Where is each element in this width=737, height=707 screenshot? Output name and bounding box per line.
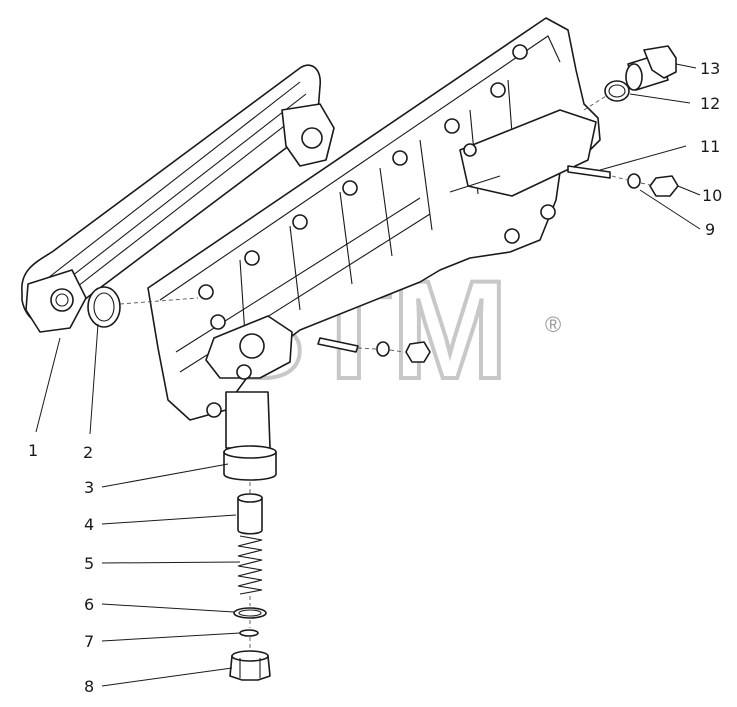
valve-spring [237, 535, 263, 595]
callout-3: 3 [84, 478, 94, 497]
assembly-line [389, 349, 405, 353]
leader-line [101, 463, 229, 488]
leader-line [639, 189, 701, 230]
oil-cooler-core [21, 64, 335, 333]
callout-12: 12 [700, 94, 720, 113]
leader-line [599, 145, 687, 171]
callout-2: 2 [83, 443, 93, 462]
callout-10: 10 [702, 186, 722, 205]
sealing-ring-small [239, 629, 259, 637]
callout-9: 9 [705, 220, 715, 239]
sensor-gasket [604, 80, 630, 102]
leader-line [677, 185, 701, 196]
leader-line [101, 561, 241, 564]
callout-13: 13 [700, 59, 720, 78]
assembly-line [119, 297, 199, 305]
leader-line [89, 323, 99, 435]
sealing-ring-large [233, 607, 267, 619]
assembly-line [611, 175, 628, 181]
callout-11: 11 [700, 137, 720, 156]
callout-4: 4 [84, 515, 94, 534]
callout-6: 6 [84, 595, 94, 614]
watermark-registered-mark: ® [545, 312, 561, 337]
valve-plunger [237, 493, 263, 535]
callout-8: 8 [84, 677, 94, 696]
gasket-ring [87, 286, 121, 328]
leader-line [675, 63, 697, 69]
leader-line [101, 632, 241, 642]
leader-line [101, 603, 235, 613]
leader-line [101, 514, 237, 525]
oil-cooler-housing [147, 17, 601, 449]
assembly-line [640, 182, 651, 186]
valve-plug [229, 650, 271, 681]
upper-stud-assembly [567, 165, 679, 197]
assembly-line [357, 347, 377, 350]
callout-1: 1 [28, 441, 38, 460]
temperature-sensor [625, 45, 677, 91]
leader-line [629, 93, 691, 104]
callout-5: 5 [84, 554, 94, 573]
lower-stud-assembly [317, 337, 431, 363]
leader-line [101, 667, 233, 687]
callout-7: 7 [84, 632, 94, 651]
assembly-line [583, 95, 607, 111]
leader-line [35, 337, 61, 433]
valve-body [223, 445, 277, 481]
